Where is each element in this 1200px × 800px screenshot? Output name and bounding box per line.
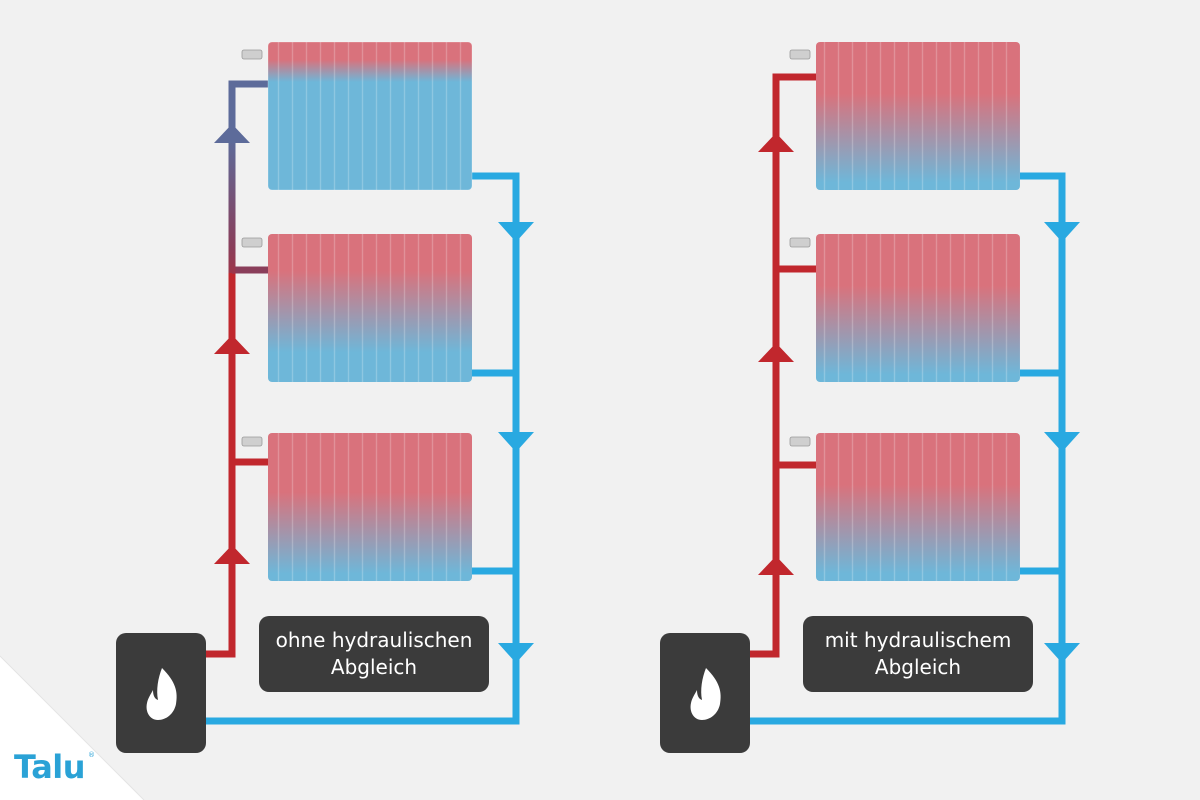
system-left — [116, 41, 534, 753]
radiator-bottom-right — [816, 433, 1020, 581]
boiler-right — [660, 633, 750, 753]
radiator-top-left — [267, 41, 473, 191]
boiler-left — [116, 633, 206, 753]
arrow-up-icon — [214, 545, 250, 564]
arrow-up-icon — [214, 335, 250, 354]
arrow-down-icon — [1044, 432, 1080, 452]
brand-logo-registered-mark: ® — [88, 751, 95, 759]
supply-pipe-left — [205, 80, 268, 658]
label-box-left: ohne hydraulischen Abgleich — [259, 616, 489, 692]
radiator-middle-left — [268, 234, 472, 382]
label-right-line2: Abgleich — [874, 655, 962, 679]
brand-logo: Talu — [14, 748, 86, 786]
flame-icon — [146, 668, 177, 720]
thermostat-valve-icon — [789, 49, 811, 447]
thermostat-valve-icon — [241, 49, 263, 447]
arrow-up-icon — [758, 133, 794, 152]
supply-pipe-right — [748, 73, 816, 658]
arrow-down-icon — [498, 432, 534, 452]
arrow-up-icon — [214, 124, 250, 143]
arrow-down-icon — [1044, 643, 1080, 663]
radiator-top-right — [816, 42, 1020, 190]
arrow-up-icon — [758, 556, 794, 575]
radiator-bottom-left — [268, 433, 472, 581]
system-right — [660, 42, 1080, 753]
arrow-up-icon — [758, 343, 794, 362]
label-left-line2: Abgleich — [330, 655, 418, 679]
radiator-middle-right — [816, 234, 1020, 382]
label-right-line1: mit hydraulischem — [824, 628, 1012, 652]
flame-icon — [690, 668, 721, 720]
arrow-down-icon — [498, 222, 534, 242]
arrow-down-icon — [498, 643, 534, 663]
arrow-down-icon — [1044, 222, 1080, 242]
label-box-right: mit hydraulischem Abgleich — [803, 616, 1033, 692]
label-left-line1: ohne hydraulischen — [275, 628, 473, 652]
